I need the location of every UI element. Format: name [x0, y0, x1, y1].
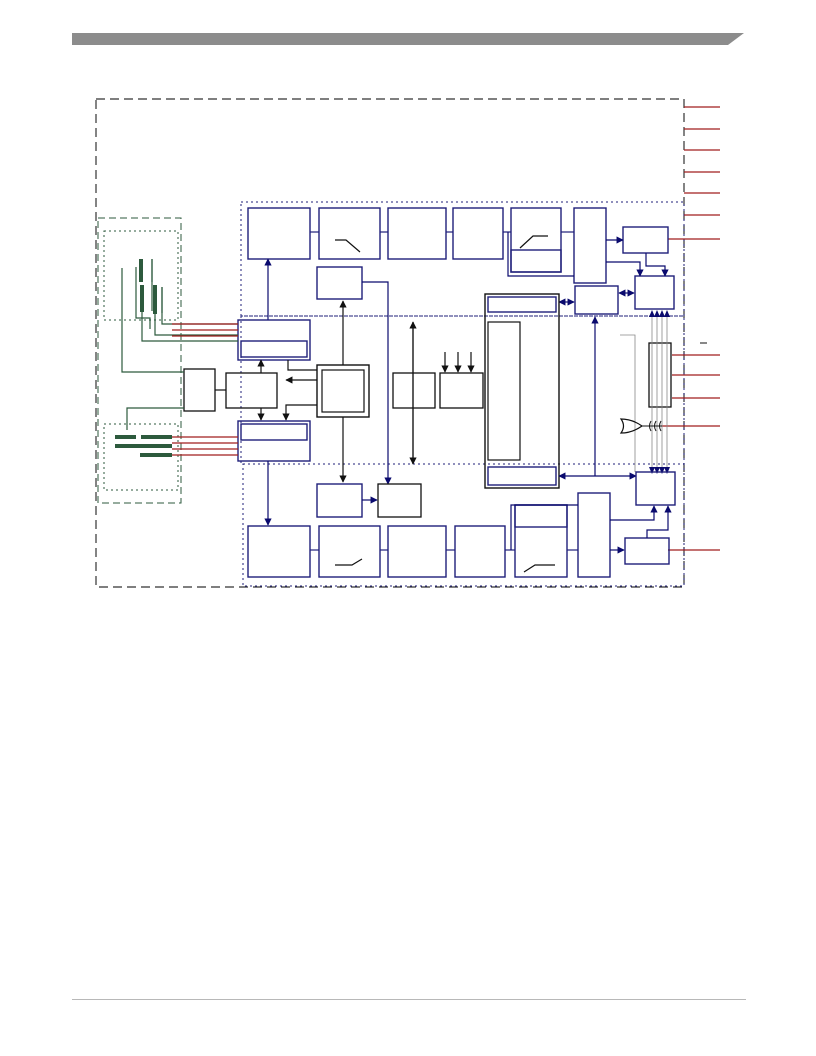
- rx-logic: [635, 471, 676, 506]
- tx-chain: [247, 207, 675, 315]
- tx-logic: [634, 275, 675, 310]
- tx-aux-block: [316, 266, 363, 300]
- core-region: [240, 315, 685, 465]
- rx-driver: [624, 537, 670, 565]
- rx-block-1: [247, 525, 311, 578]
- rx-chain: [247, 471, 676, 578]
- rx-mux: [577, 492, 611, 578]
- external-passives: [115, 259, 238, 457]
- header-bar: [72, 33, 744, 45]
- tx-filter: [318, 207, 381, 260]
- rx-region: [242, 463, 685, 587]
- tx-region: [240, 201, 685, 317]
- pins-left: [172, 323, 238, 456]
- tx-highpass: [510, 207, 562, 273]
- rx-interface: [237, 420, 311, 462]
- rx-highpass: [514, 504, 568, 578]
- rx-block-3: [387, 525, 447, 578]
- rx-aux-block-b: [377, 483, 422, 518]
- or-gate-icon: [619, 418, 644, 434]
- rx-filter: [318, 525, 381, 578]
- mid-block-b: [439, 372, 484, 409]
- block-diagram: [95, 98, 720, 588]
- rx-block-4: [454, 525, 506, 578]
- tx-mux: [573, 207, 607, 284]
- tx-interface: [237, 319, 311, 361]
- external-components-region: [97, 217, 182, 504]
- tx-block-4: [452, 207, 504, 260]
- footer-rule: [72, 999, 746, 1000]
- rx-aux-block-a: [316, 483, 363, 518]
- control-block: [225, 372, 278, 409]
- mid-block-a: [392, 372, 436, 409]
- tx-buffer: [574, 285, 619, 315]
- chip-boundary: [95, 98, 685, 588]
- pins-right: [662, 106, 720, 551]
- regulator-block: [183, 368, 216, 412]
- tx-driver: [622, 226, 669, 254]
- core-box: [316, 364, 370, 418]
- tx-block-3: [387, 207, 447, 260]
- tx-block-1: [247, 207, 311, 260]
- register-bank: [484, 293, 560, 489]
- io-config-block: [648, 342, 672, 408]
